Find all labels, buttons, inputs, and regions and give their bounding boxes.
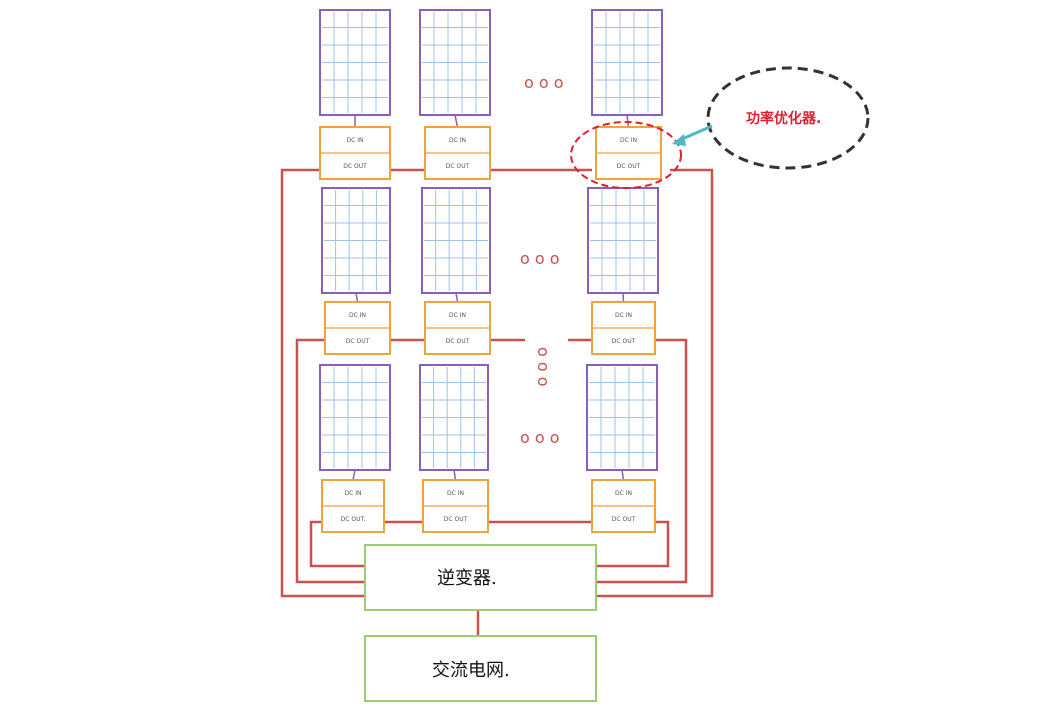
optimizer-dc-in-label: DC IN [620, 137, 637, 144]
power-optimizer: DC IN DC OUT [422, 479, 489, 533]
optimizer-dc-out-label: DC OUT [612, 338, 636, 345]
panel-optimizer-link [355, 292, 359, 303]
ellipsis-row3: o o o [520, 428, 560, 447]
wiring [280, 168, 714, 636]
panel-optimizer-link [352, 469, 356, 481]
wire-row2-left [295, 338, 365, 584]
optimizer-dc-in-label: DC IN [349, 312, 366, 319]
optimizer-dc-in-label: DC IN [615, 312, 632, 319]
solar-panel [419, 364, 489, 471]
optimizer-dc-out-label: DC OUT [343, 163, 367, 170]
wire-row1-left [280, 168, 365, 598]
callout-label: 功率优化器. [746, 110, 821, 127]
panel-optimizer-link [622, 292, 625, 303]
solar-panel [321, 187, 391, 294]
solar-panel [319, 364, 391, 471]
optimizer-dc-out-label: DC OUT. [341, 516, 366, 523]
power-optimizer: DC IN DC OUT [591, 479, 656, 533]
ellipsis-indicators: o o o o o o o o o o o o [520, 73, 564, 447]
grid-box [364, 635, 597, 702]
callout-arrow [679, 124, 713, 142]
solar-panel [587, 187, 659, 294]
optimizer-dc-in-label: DC IN [449, 137, 466, 144]
solar-panel [319, 9, 391, 116]
wire-row2-right [596, 338, 688, 584]
optimizer-dc-in-label: DC IN [615, 490, 632, 497]
panel-optimizer-link [621, 469, 625, 481]
optimizer-dc-out-label: DC OUT [446, 163, 470, 170]
optimizer-dc-in-label: DC IN [447, 490, 464, 497]
callout-highlight-ring [570, 121, 682, 189]
solar-panel [421, 187, 491, 294]
ac-grid: 交流电网. [364, 635, 597, 702]
ellipsis-row2: o o o [520, 249, 560, 268]
optimizer-dc-out-label: DC OUT [617, 163, 641, 170]
grid-label: 交流电网. [432, 660, 510, 681]
panel-optimizer-link [455, 292, 459, 303]
ellipsis-row1: o o o [524, 73, 564, 92]
power-optimizer: DC IN DC OUT. [321, 479, 385, 533]
wire-row3-left [309, 520, 365, 568]
power-optimizer: DC IN DC OUT [591, 301, 656, 355]
optimizer-dc-out-label: DC OUT [444, 516, 468, 523]
optimizer-dc-in-label: DC IN [345, 490, 362, 497]
power-optimizer: DC IN DC OUT [324, 301, 391, 355]
ellipsis-vertical: o o o [534, 347, 553, 387]
optimizer-dc-in-label: DC IN [449, 312, 466, 319]
power-optimizer: DC IN DC OUT [595, 126, 662, 180]
panel-optimizer-link [454, 114, 459, 128]
inverter-label: 逆变器. [437, 568, 497, 589]
inverter: 逆变器. [364, 544, 597, 611]
solar-panel [586, 364, 658, 471]
optimizer-dc-out-label: DC OUT [346, 338, 370, 345]
callout-bubble [706, 66, 870, 170]
wire-row1-right [596, 168, 714, 598]
optimizer-dc-in-label: DC IN [347, 137, 364, 144]
panel-optimizer-link [626, 114, 630, 128]
optimizer-dc-out-label: DC OUT [612, 516, 636, 523]
inverter-box [364, 544, 597, 611]
solar-panel [419, 9, 491, 116]
solar-panel [591, 9, 663, 116]
optimizer-dc-out-label: DC OUT [446, 338, 470, 345]
callout-arrowhead [672, 134, 686, 146]
panel-optimizer-link [453, 469, 457, 481]
power-optimizer: DC IN DC OUT [319, 126, 391, 180]
optimizer-callout: 功率优化器. [570, 66, 870, 189]
power-optimizer: DC IN DC OUT [424, 126, 491, 180]
wire-row3-right [596, 520, 670, 568]
power-optimizer: DC IN DC OUT [424, 301, 491, 355]
